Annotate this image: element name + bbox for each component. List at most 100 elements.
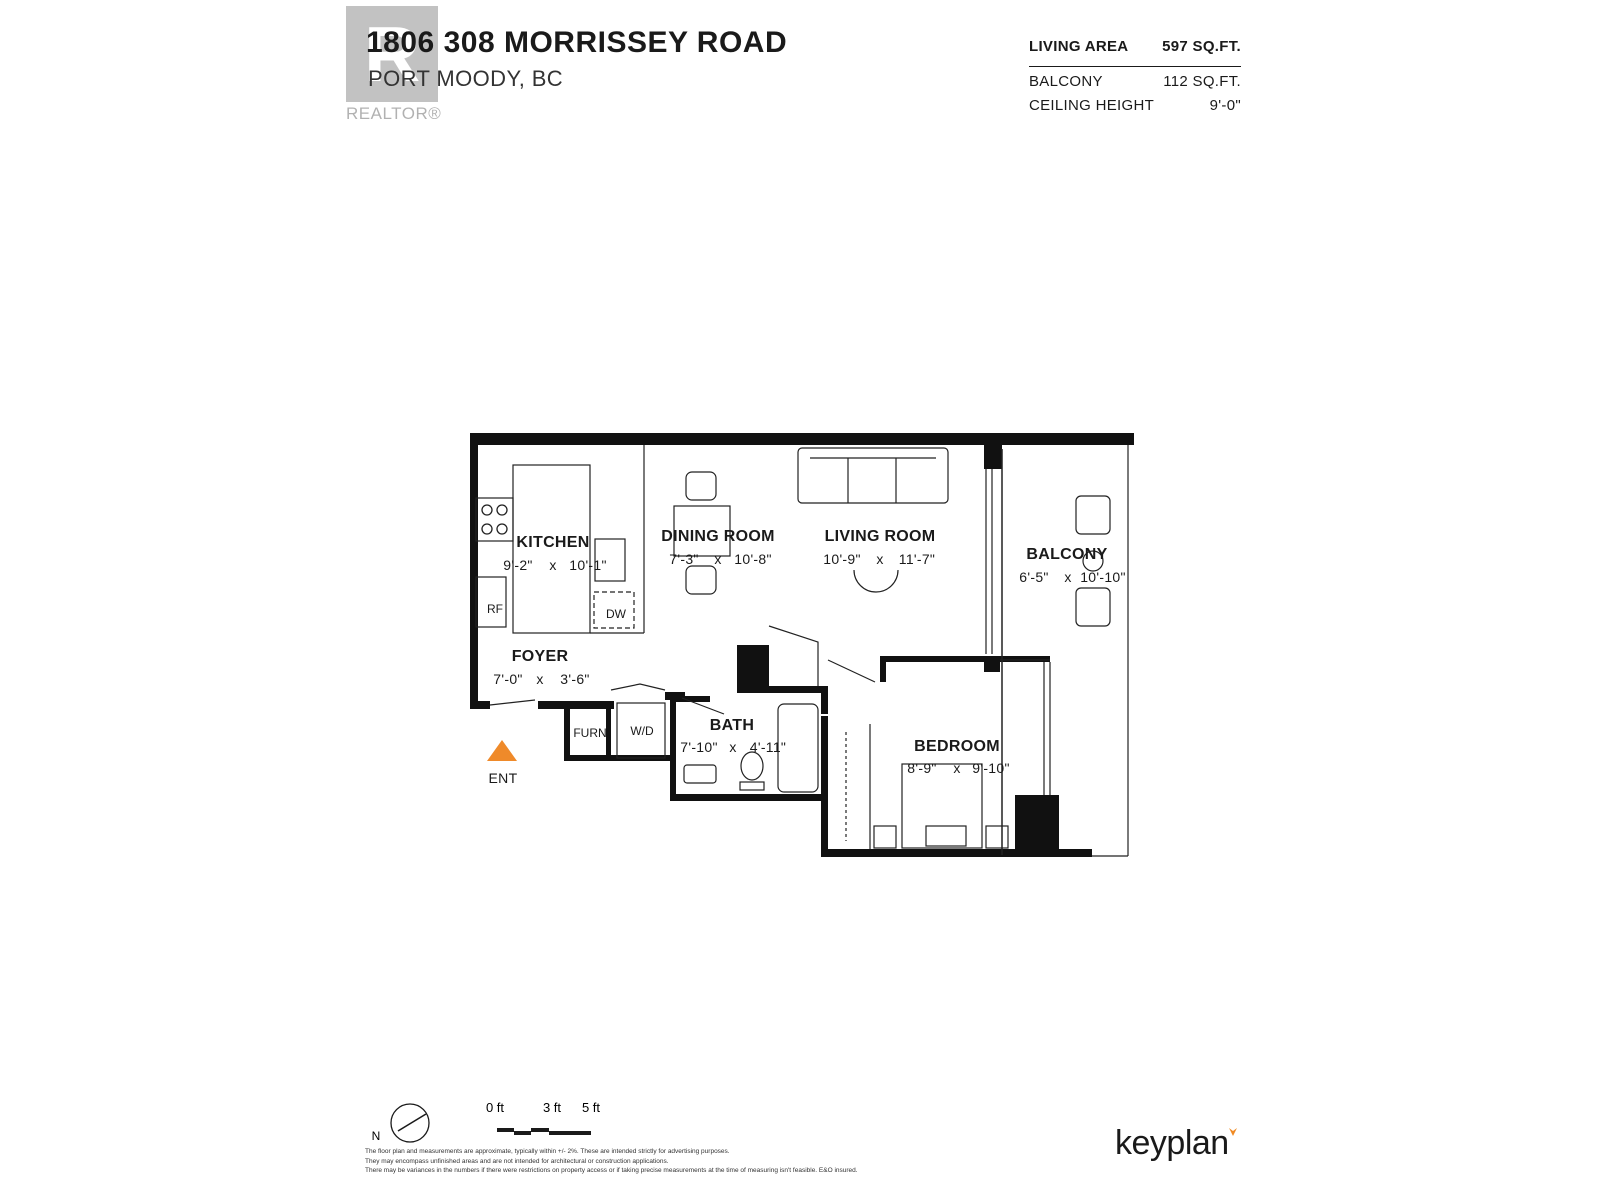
kitchen-island [512,464,591,634]
scale-seg-3 [531,1128,549,1132]
washer-dryer [616,702,666,759]
wall-bath-right [821,686,828,714]
furnace-label: FURN [573,726,606,740]
wall-bath-left [670,696,676,800]
nightstand-left [873,825,897,849]
wall-bedroom-top-post [984,656,1000,672]
dining-name: DINING ROOM [661,528,775,545]
vanity [683,764,717,784]
compass-needle [397,1113,427,1132]
wall-closet-block [737,645,769,693]
dishwasher-label: DW [606,607,627,621]
scale-label-3: 3 ft [543,1100,561,1115]
burner-2 [496,504,508,516]
bedroom-dim-a: 8'-9" [907,760,936,776]
balcony-name: BALCONY [1026,546,1107,563]
scale-bar: 0 ft 3 ft 5 ft [486,1100,600,1135]
property-city: PORT MOODY, BC [368,66,564,91]
wall-furn-left [564,701,570,761]
compass-north-label: N [372,1129,381,1143]
stat-living-area: LIVING AREA 597 SQ.FT. [1029,38,1241,67]
washer-dryer-label: W/D [630,724,654,738]
entry-marker [487,740,517,761]
scale-seg-1 [497,1128,514,1132]
wall-top [470,433,1134,445]
bed [901,763,983,849]
kitchen-x: x [549,557,556,573]
wall-furn-right [606,701,611,761]
balcony-table [1082,550,1104,572]
bath-x: x [729,739,736,755]
sofa [797,447,949,504]
wall-bedroom-column [1015,795,1059,857]
bath-dim-a: 7'-10" [680,739,717,755]
walls [470,433,1134,857]
wall-bath-top [670,696,710,702]
compass-icon [390,1103,430,1143]
foyer-dim-b: 3'-6" [560,671,589,687]
dining-table [673,505,731,557]
realtor-logo-mark [346,6,438,102]
entry-door [489,699,536,706]
stove [475,497,514,542]
bath-door [681,697,725,715]
keyplan-mark-shape [1229,1128,1237,1136]
bedroom-x: x [953,760,960,776]
sink [594,538,626,582]
living-name: LIVING ROOM [825,528,936,545]
burner-4 [496,523,508,535]
wall-bedroom-left [821,716,828,856]
living-x: x [876,551,883,567]
dining-chair-top [685,471,717,501]
wall-bedroom-top [880,656,1050,662]
foyer-dim-a: 7'-0" [493,671,522,687]
scale-label-0: 0 ft [486,1100,504,1115]
entry-label: ENT [489,770,518,786]
stat-ceiling-height: CEILING HEIGHT 9'-0" [1029,97,1241,121]
room-labels: KITCHEN 9'-2" x 10'-1" DINING ROOM 7'-3"… [487,528,1126,786]
stat-label: CEILING HEIGHT [1029,97,1155,114]
dining-chair-bottom [685,565,717,595]
stat-balcony: BALCONY 112 SQ.FT. [1029,73,1241,97]
wd-door [610,683,666,691]
kitchen-name: KITCHEN [516,534,589,551]
kitchen-dim-a: 9'-2" [503,557,532,573]
stat-value: 9'-0" [1209,97,1241,114]
scale-seg-2 [514,1131,531,1135]
stat-label: BALCONY [1029,73,1103,90]
stat-value: 597 SQ.FT. [1162,38,1241,55]
bedroom-name: BEDROOM [914,738,1000,755]
scale-label-5: 5 ft [582,1100,600,1115]
disclaimer-line: There may be variances in the numbers if… [365,1167,858,1174]
wall-left [470,433,478,709]
living-dim-b: 11'-7" [899,551,935,567]
scale-seg-5 [570,1131,591,1135]
kitchen-dim-b: 10'-1" [569,557,606,573]
dishwasher [593,591,635,629]
stat-label: LIVING AREA [1029,38,1129,55]
dining-dim-a: 7'-3" [669,551,698,567]
wall-bedroom-door-jamb [880,656,886,682]
nightstand-right [985,825,1009,849]
north-compass: N [372,1103,430,1143]
disclaimer-line: They may encompass unfinished areas and … [365,1157,669,1165]
bedroom-door [827,659,876,683]
stat-value: 112 SQ.FT. [1163,73,1241,90]
living-dim-a: 10'-9" [823,551,860,567]
balcony-chair-bottom [1075,587,1111,627]
keyplan-logo: keyplan [1115,1124,1229,1162]
toilet-tank [739,781,765,791]
realtor-logo-letter: R [364,10,421,98]
balcony-dim-b: 10'-10" [1080,569,1126,585]
stove-burners [481,504,508,535]
wall-foyer-bottom-a [470,701,490,709]
wall-furn-top [566,701,610,706]
burner-3 [481,523,493,535]
disclaimer-line: The floor plan and measurements are appr… [365,1148,730,1155]
balcony-dim-a: 6'-5" [1019,569,1048,585]
toilet [740,751,764,781]
bathtub [777,703,819,793]
wall-bath-bottom [670,794,828,801]
fridge [475,576,507,628]
